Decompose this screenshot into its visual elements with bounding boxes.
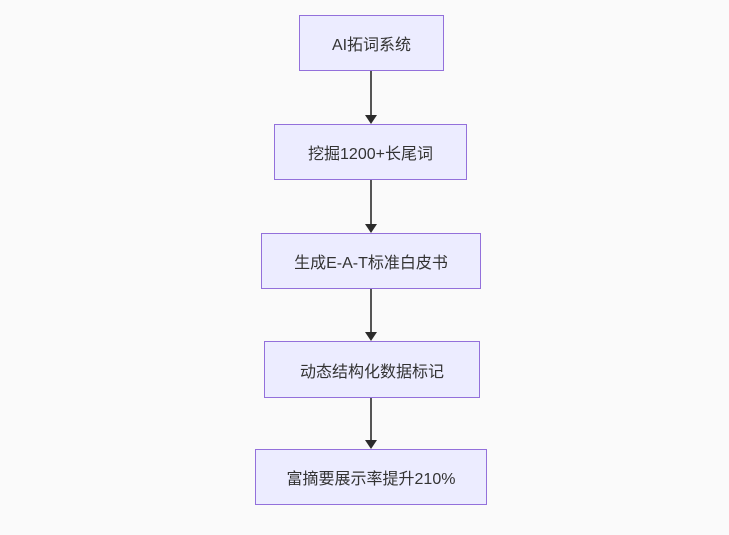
node-label: 生成E-A-T标准白皮书 [294, 255, 448, 272]
connector-arrow-1 [365, 71, 377, 124]
connector-arrow-4 [365, 398, 377, 449]
node-label: AI拓词系统 [331, 37, 412, 54]
arrow-line [370, 398, 372, 440]
flowchart-node-step-2: 挖掘1200+长尾词 [274, 124, 467, 180]
arrowhead-down-icon [365, 224, 377, 233]
flowchart-node-step-3: 生成E-A-T标准白皮书 [261, 233, 481, 289]
arrowhead-down-icon [365, 115, 377, 124]
node-label: 挖掘1200+长尾词 [308, 146, 433, 163]
arrow-line [370, 289, 372, 332]
arrow-line [370, 180, 372, 224]
connector-arrow-2 [365, 180, 377, 233]
arrowhead-down-icon [365, 440, 377, 449]
arrow-line [370, 71, 372, 115]
node-label: 富摘要展示率提升210% [286, 471, 456, 488]
node-label: 动态结构化数据标记 [299, 363, 444, 381]
connector-arrow-3 [365, 289, 377, 341]
flowchart-node-step-4: 动态结构化数据标记 [264, 341, 480, 398]
arrowhead-down-icon [365, 332, 377, 341]
flowchart-node-step-1: AI拓词系统 [299, 15, 444, 71]
flowchart-node-step-5: 富摘要展示率提升210% [255, 449, 487, 505]
